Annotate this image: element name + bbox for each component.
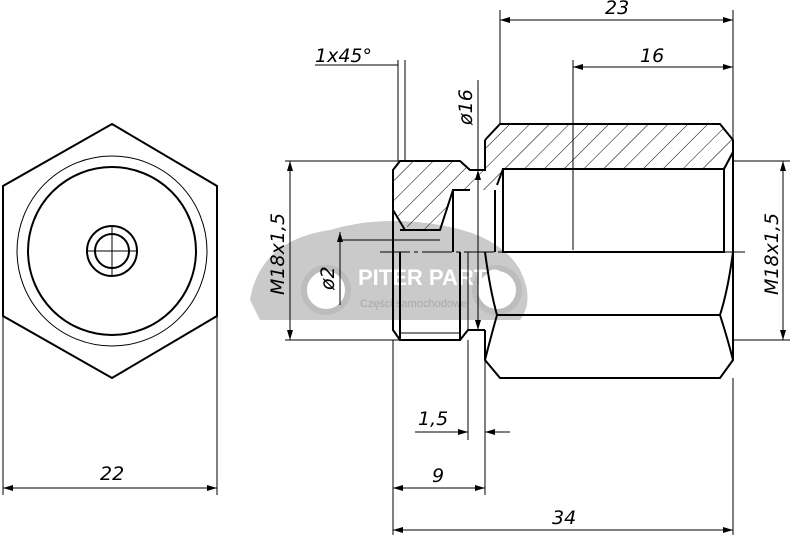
watermark-tagline: Części samochodowe — [360, 298, 467, 310]
dim-hex-size: 22 — [100, 463, 124, 485]
dim-hole-diameter: ø2 — [317, 266, 339, 291]
dim-chamfer: 1x45° — [315, 45, 372, 67]
dimension-lines — [285, 10, 790, 535]
watermark-brand: PITER PARTS — [358, 265, 502, 290]
dim-thread-right: M18x1,5 — [761, 213, 783, 295]
dim-thread-left: M18x1,5 — [267, 213, 289, 295]
dim-groove-width: 1,5 — [418, 408, 448, 430]
section-view — [380, 123, 745, 379]
dim-plug-length: 9 — [432, 465, 444, 487]
dim-thread-depth: 16 — [640, 45, 664, 67]
dim-body-length: 23 — [605, 0, 629, 19]
hex-front-view — [1, 122, 218, 495]
dim-overall-length: 34 — [552, 507, 576, 529]
dim-bore-diameter: ø16 — [455, 89, 477, 126]
watermark-logo: PITER PARTS Części samochodowe — [250, 221, 528, 320]
